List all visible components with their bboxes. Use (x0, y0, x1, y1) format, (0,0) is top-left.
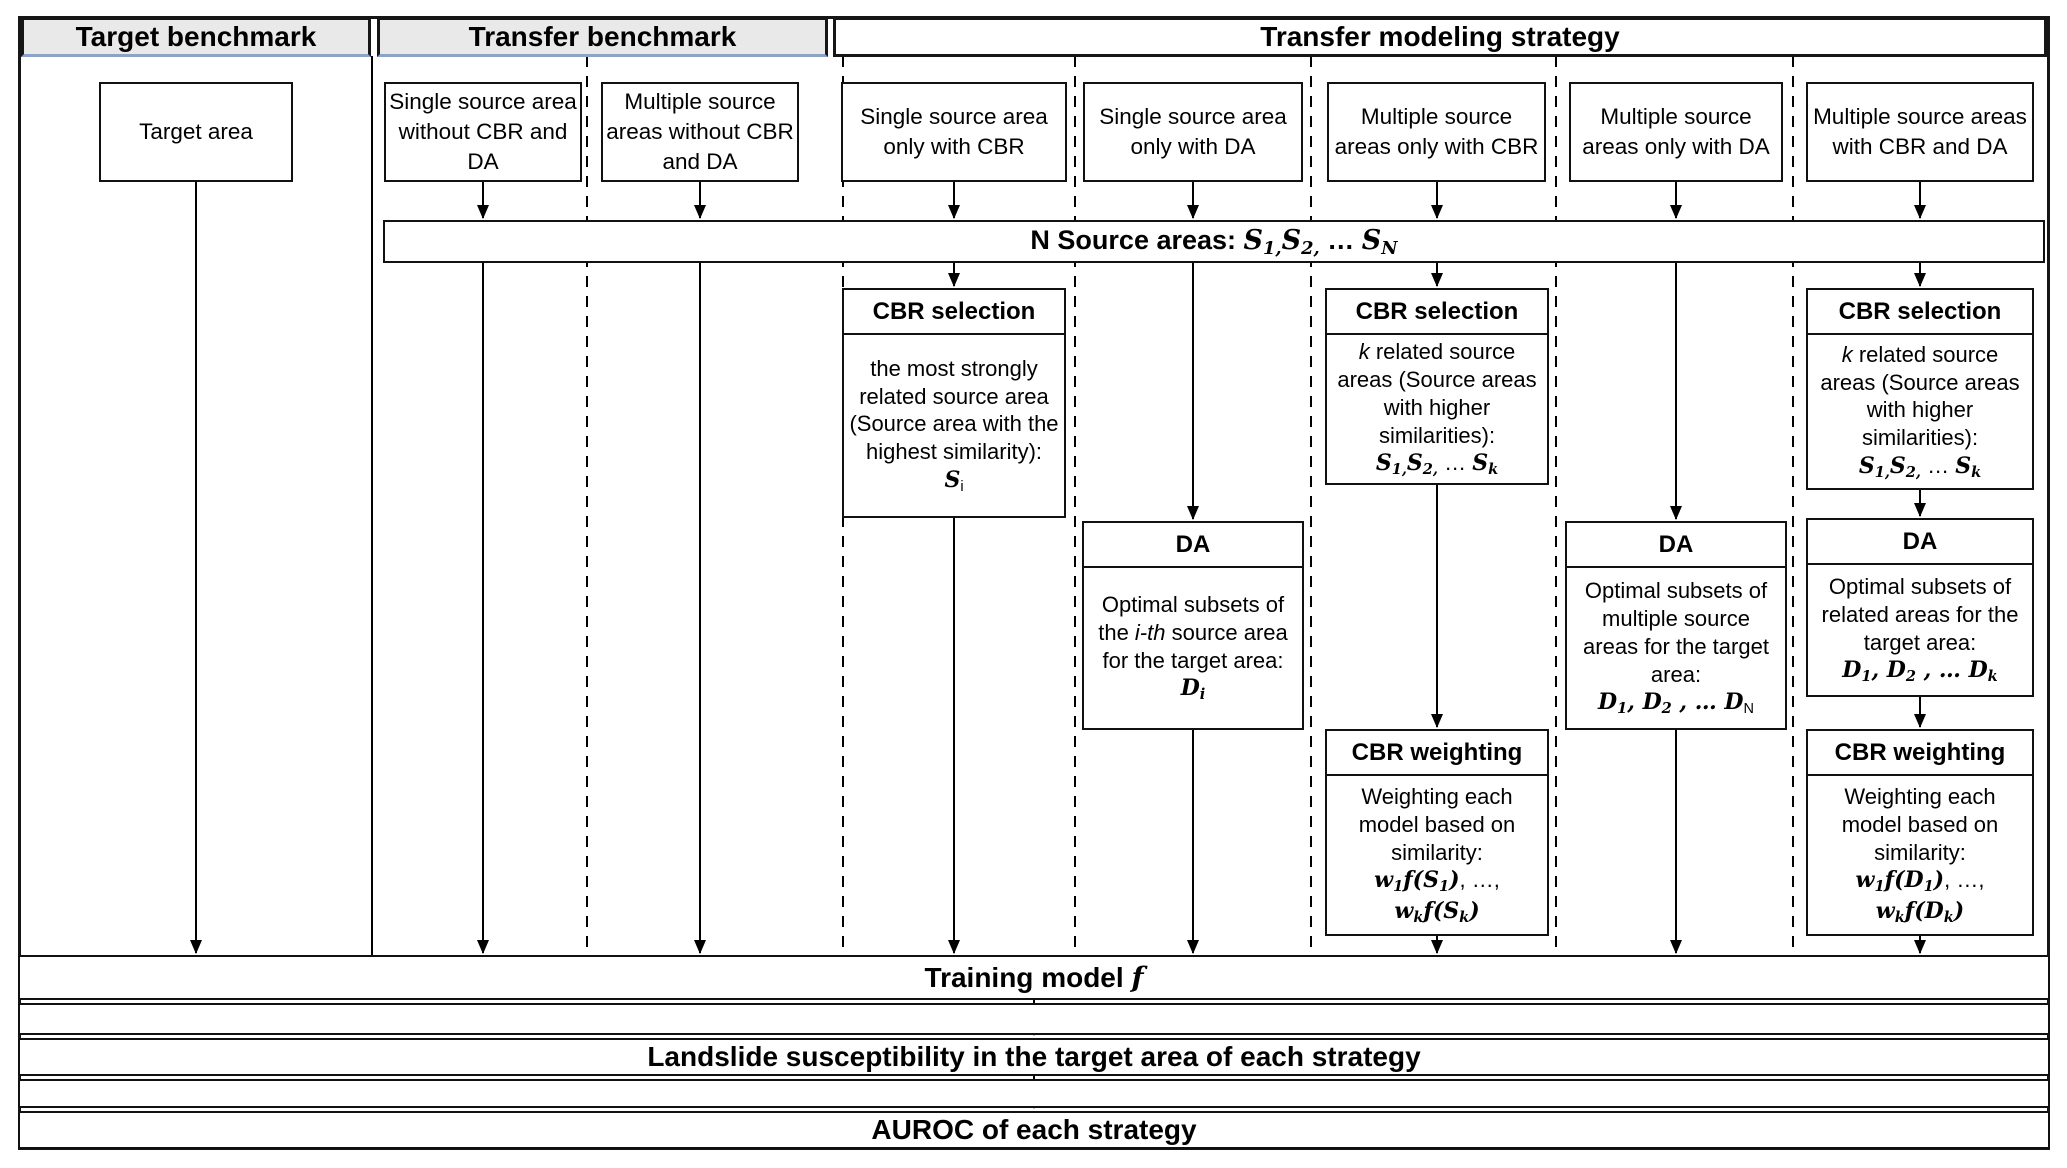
section-header-transfer-benchmark: Transfer benchmark (377, 17, 828, 57)
cbr-selection-box-col6: CBR selection k related source areas (So… (1325, 288, 1549, 485)
cbr-selection-body: the most strongly related source area (S… (849, 355, 1059, 495)
da-title: DA (1808, 520, 2032, 565)
cbr-selection-body: k related source areas (Source areas wit… (1337, 339, 1537, 479)
da-title: DA (1084, 523, 1302, 568)
cbr-weighting-box-col8: CBR weighting Weighting each model based… (1806, 729, 2034, 936)
cbr-weighting-box-col6: CBR weighting Weighting each model based… (1325, 729, 1549, 936)
section-header-target-benchmark: Target benchmark (21, 17, 371, 57)
box-multiple-sources-only-cbr: Multiple source areas only with CBR (1327, 82, 1546, 182)
da-box-col8: DA Optimal subsets of related areas for … (1806, 518, 2034, 697)
cbr-selection-body: k related source areas (Source areas wit… (1820, 341, 2020, 481)
da-title: DA (1567, 523, 1785, 568)
section-header-transfer-modeling-strategy: Transfer modeling strategy (833, 17, 2047, 57)
cbr-selection-box-col4: CBR selection the most strongly related … (842, 288, 1066, 518)
column-separators (371, 56, 1794, 955)
box-single-source-only-cbr: Single source area only with CBR (841, 82, 1067, 182)
training-model-bar: Training model f (18, 955, 2050, 1000)
da-body: Optimal subsets of multiple source areas… (1583, 578, 1769, 718)
box-multiple-sources-without-cbr-da: Multiple source areas without CBR and DA (601, 82, 799, 182)
spacer-band-1 (18, 1003, 2050, 1035)
da-box-col5: DA Optimal subsets of the i-th source ar… (1082, 521, 1304, 730)
box-target-area: Target area (99, 82, 293, 182)
cbr-weighting-body: Weighting each model based on similarity… (1841, 784, 1999, 926)
box-single-source-only-da: Single source area only with DA (1083, 82, 1303, 182)
cbr-selection-box-col8: CBR selection k related source areas (So… (1806, 288, 2034, 490)
box-single-source-without-cbr-da: Single source area without CBR and DA (384, 82, 582, 182)
cbr-weighting-title: CBR weighting (1327, 731, 1547, 776)
cbr-selection-title: CBR selection (1327, 290, 1547, 335)
flow-arrows (190, 182, 1926, 1109)
landslide-susceptibility-bar: Landslide susceptibility in the target a… (18, 1038, 2050, 1076)
cbr-selection-title: CBR selection (844, 290, 1064, 335)
n-source-areas-bar: N Source areas: S1,S2, … SN (383, 220, 2045, 263)
cbr-weighting-body: Weighting each model based on similarity… (1358, 784, 1516, 926)
da-body: Optimal subsets of the i-th source area … (1098, 592, 1288, 704)
cbr-weighting-title: CBR weighting (1808, 731, 2032, 776)
box-multiple-sources-cbr-and-da: Multiple source areas with CBR and DA (1806, 82, 2034, 182)
da-box-col7: DA Optimal subsets of multiple source ar… (1565, 521, 1787, 730)
auroc-bar: AUROC of each strategy (18, 1111, 2050, 1149)
da-body: Optimal subsets of related areas for the… (1821, 574, 2019, 686)
box-multiple-sources-only-da: Multiple source areas only with DA (1569, 82, 1783, 182)
spacer-band-2 (18, 1079, 2050, 1108)
cbr-selection-title: CBR selection (1808, 290, 2032, 335)
